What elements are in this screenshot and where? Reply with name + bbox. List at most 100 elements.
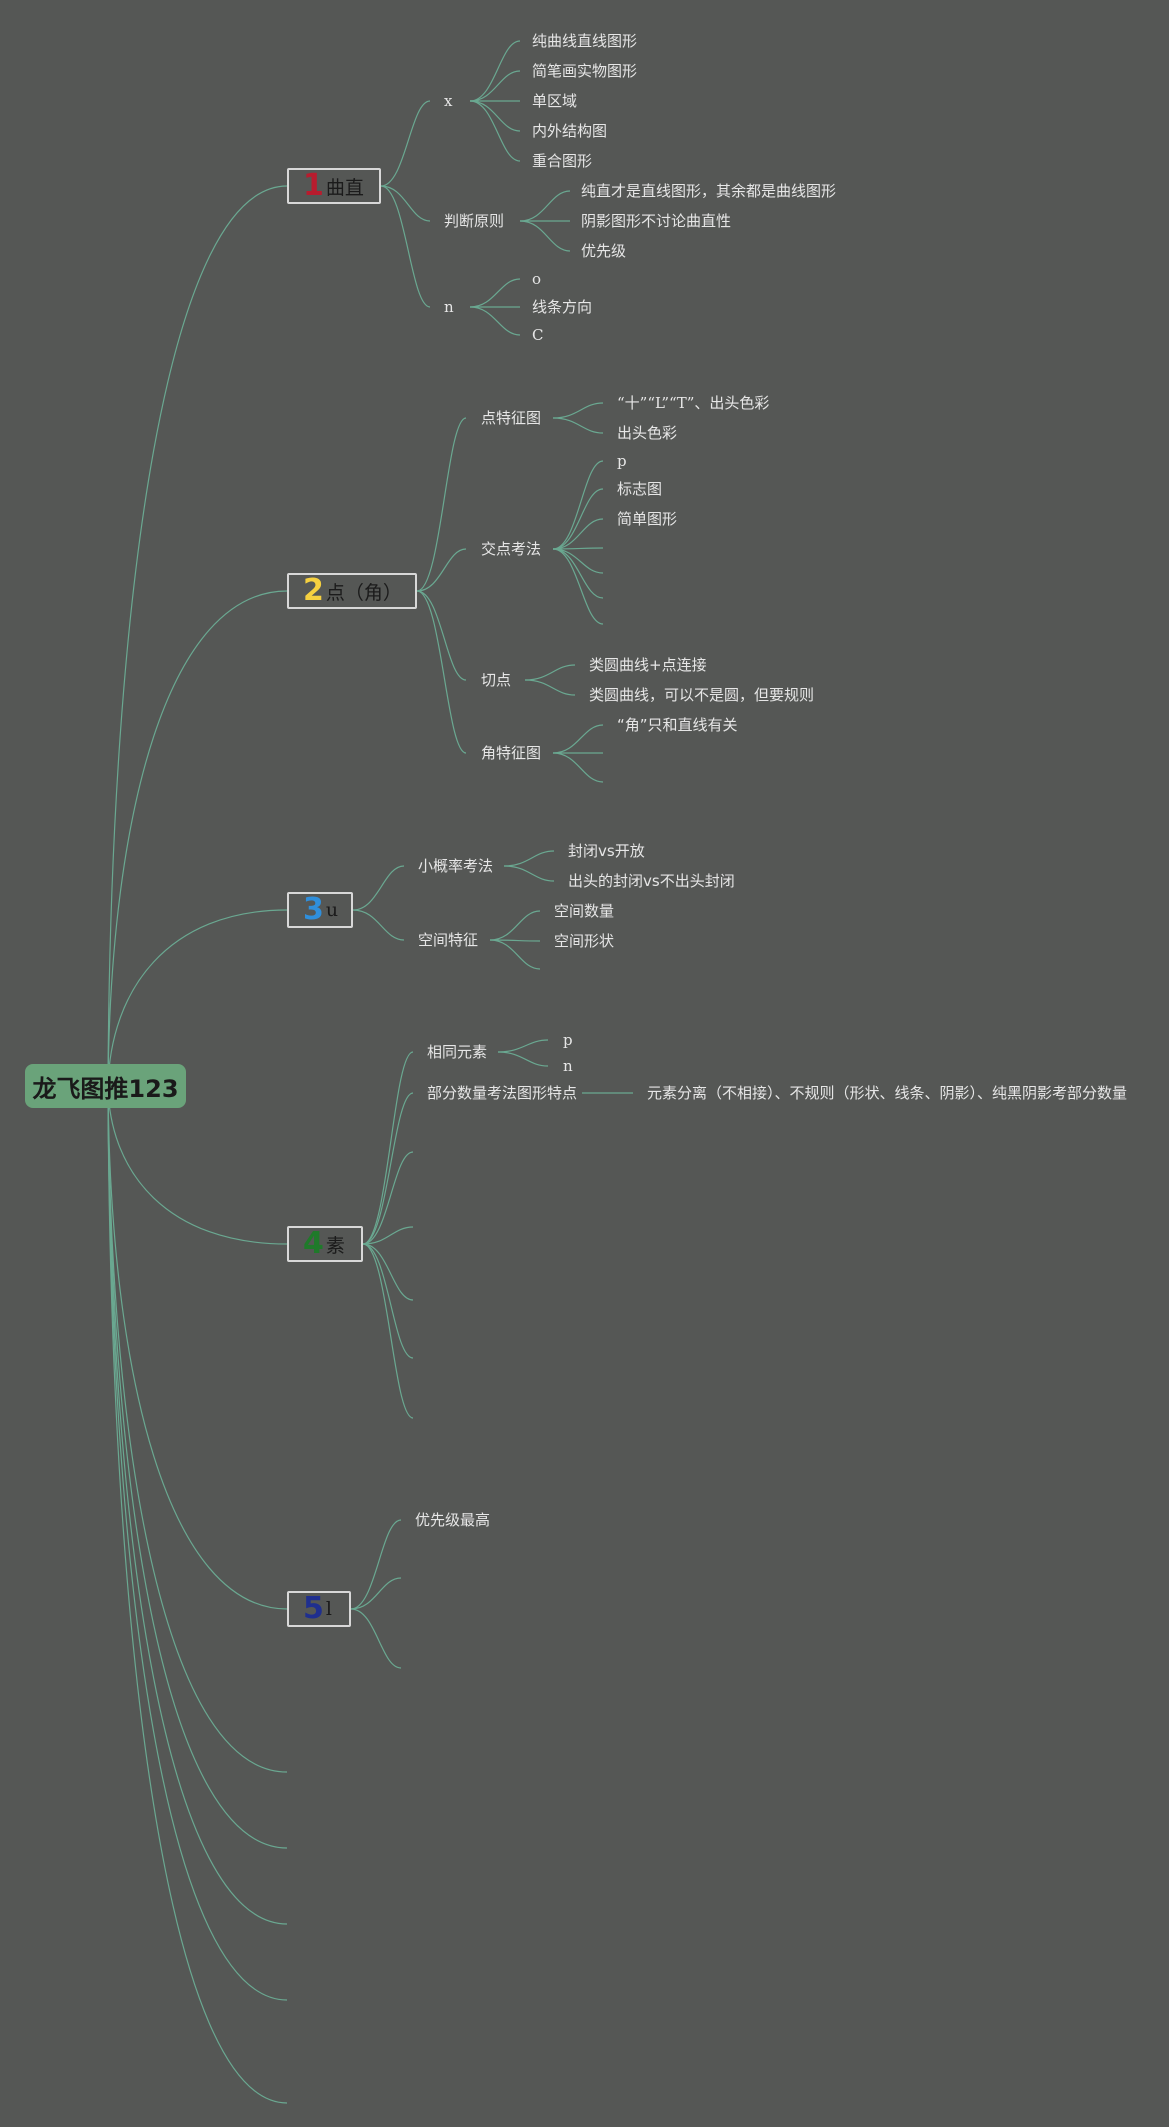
branch-3-2[interactable]: 空间特征: [418, 931, 479, 949]
topic-5-link-3: [350, 1608, 402, 1669]
topic-4-link-2: [362, 1092, 414, 1245]
leaf-4-2-1[interactable]: 元素分离（不相接）、不规则（形状、线条、阴影）、纯黑阴影考部分数量: [647, 1084, 1128, 1102]
topic-1-link-3: [380, 185, 431, 308]
leaf-3-2-2[interactable]: 空间形状: [554, 932, 615, 950]
topic-1-link-2: [380, 185, 431, 222]
topic-3-label: u: [325, 899, 339, 921]
b11-link-2: [469, 70, 521, 102]
leaf-2-2-1[interactable]: p: [617, 452, 627, 470]
leaf-2-3-1[interactable]: 类圆曲线+点连接: [589, 656, 707, 674]
leaf-1-3-2[interactable]: 线条方向: [532, 298, 593, 316]
branch-5-1[interactable]: 优先级最高: [415, 1511, 491, 1529]
leaf-1-1-1[interactable]: 纯曲线直线图形: [532, 32, 638, 50]
root-link-2: [107, 590, 288, 1088]
topic-2-node[interactable]: 2 点（角）: [287, 573, 417, 609]
b22-link-2: [552, 488, 604, 550]
topic-1-label: 曲直: [325, 176, 364, 199]
root-link-4: [107, 1086, 288, 1245]
b32-link-3: [489, 939, 541, 970]
b12-link-3: [519, 220, 571, 252]
branch-2-1[interactable]: 点特征图: [481, 409, 542, 427]
leaf-2-1-2[interactable]: 出头色彩: [617, 424, 678, 442]
b11-link-1: [469, 40, 521, 102]
branch-4-2[interactable]: 部分数量考法图形特点: [427, 1084, 578, 1102]
b41-link-2: [497, 1051, 549, 1067]
leaf-1-1-3[interactable]: 单区域: [532, 92, 578, 110]
branch-1-2[interactable]: 判断原则: [444, 212, 505, 230]
topic-5-link-2: [350, 1577, 402, 1610]
topic-4-link-4: [362, 1226, 414, 1245]
root-link-3: [107, 909, 288, 1088]
topic-4-node[interactable]: 4 素: [287, 1226, 363, 1262]
topic-5-label: l: [325, 1598, 332, 1620]
branch-1-1[interactable]: x: [444, 92, 453, 110]
leaf-1-2-3[interactable]: 优先级: [581, 242, 627, 260]
b41-link-1: [497, 1039, 549, 1053]
root-link-1: [107, 185, 288, 1088]
branch-3-1[interactable]: 小概率考法: [418, 857, 494, 875]
branch-2-3[interactable]: 切点: [481, 671, 512, 689]
leaf-1-1-5[interactable]: 重合图形: [532, 152, 593, 170]
topic-3-number: 3: [303, 892, 324, 927]
leaf-4-1-1[interactable]: p: [563, 1031, 573, 1049]
root-node[interactable]: 龙飞图推123: [25, 1064, 186, 1108]
root-link-9: [107, 1086, 288, 2001]
b22-link-3: [552, 518, 604, 550]
topic-5-node[interactable]: 5 l: [287, 1591, 351, 1627]
leaf-3-1-1[interactable]: 封闭vs开放: [568, 842, 645, 860]
b13-link-1: [469, 278, 521, 308]
topic-2-link-2: [416, 548, 467, 592]
branch-1-3[interactable]: n: [444, 298, 454, 316]
topic-2-link-3: [416, 590, 467, 681]
leaf-2-2-3[interactable]: 简单图形: [617, 510, 678, 528]
leaf-3-1-2[interactable]: 出头的封闭vs不出头封闭: [568, 872, 735, 890]
topic-4-link-6: [362, 1243, 414, 1359]
topic-4-link-7: [362, 1243, 414, 1419]
branch-2-4[interactable]: 角特征图: [481, 744, 542, 762]
topic-2-link-4: [416, 590, 467, 754]
branch-2-2[interactable]: 交点考法: [481, 540, 542, 558]
b21-link-1: [552, 402, 604, 419]
leaf-1-1-2[interactable]: 简笔画实物图形: [532, 62, 638, 80]
leaf-3-2-1[interactable]: 空间数量: [554, 902, 615, 920]
leaf-1-3-3[interactable]: C: [532, 326, 544, 344]
leaf-2-3-2[interactable]: 类圆曲线，可以不是圆，但要规则: [589, 686, 815, 704]
root-link-7: [107, 1086, 288, 1849]
topic-1-link-1: [380, 100, 431, 187]
root-link-10: [107, 1086, 288, 2104]
leaf-1-2-1[interactable]: 纯直才是直线图形，其余都是曲线图形: [581, 182, 837, 200]
leaf-2-2-2[interactable]: 标志图: [617, 480, 663, 498]
topic-1-node[interactable]: 1 曲直: [287, 168, 381, 204]
topic-5-link-1: [350, 1519, 402, 1610]
leaf-1-3-1[interactable]: o: [532, 270, 542, 288]
branch-4-1[interactable]: 相同元素: [427, 1043, 488, 1061]
topic-3-node[interactable]: 3 u: [287, 892, 353, 928]
topic-2-label: 点（角）: [325, 581, 402, 604]
leaf-1-2-2[interactable]: 阴影图形不讨论曲直性: [581, 212, 732, 230]
b31-link-1: [503, 850, 555, 867]
b22-link-7: [552, 548, 604, 625]
b31-link-2: [503, 865, 555, 882]
topic-4-link-5: [362, 1243, 414, 1301]
topic-3-link-1: [352, 865, 405, 911]
leaf-2-4-1[interactable]: “角”只和直线有关: [617, 716, 738, 734]
leaf-4-1-2[interactable]: n: [563, 1057, 573, 1075]
root-link-8: [107, 1086, 288, 1925]
b24-link-1: [552, 724, 604, 754]
root-link-5: [107, 1086, 288, 1610]
topic-1-number: 1: [303, 168, 324, 203]
b22-link-1: [552, 460, 604, 550]
b22-link-6: [552, 548, 604, 599]
topic-5-number: 5: [303, 1591, 324, 1626]
leaf-1-1-4[interactable]: 内外结构图: [532, 122, 608, 140]
root-link-6: [107, 1086, 288, 1773]
topic-3-link-2: [352, 909, 405, 941]
b12-link-1: [519, 190, 571, 222]
b11-link-5: [469, 100, 521, 162]
b24-link-3: [552, 752, 604, 783]
b13-link-3: [469, 306, 521, 336]
leaf-2-1-1[interactable]: “十”“L”“T”、出头色彩: [617, 394, 770, 412]
topic-4-number: 4: [303, 1226, 324, 1261]
b23-link-2: [524, 679, 576, 696]
